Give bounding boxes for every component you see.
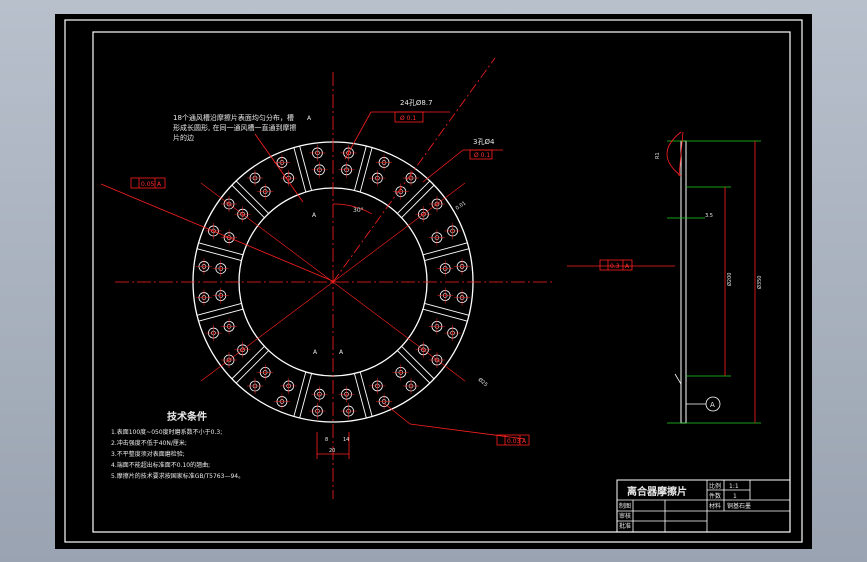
section-mark-1: A [307,115,312,122]
slot-edge [353,145,367,191]
slot-edge [424,248,470,262]
slot-edge [397,350,431,384]
slot-edge [359,371,373,417]
slot-edge [299,145,313,191]
slot-edge [231,346,265,380]
note-top-line-3: 片的边 [173,133,194,142]
tech-requirements: 技术条件 1.表面100度~050度时磨系数不小于0.3; 2.冲击强度不低于4… [111,410,244,480]
slot-edge [235,180,269,214]
radial-line [332,281,466,382]
slot-edge [196,248,242,262]
inner-frame [92,31,791,533]
angle-arc [332,203,373,215]
diagonal-centerline [332,57,496,283]
side-dim-1: Ø350 [756,276,763,289]
tech-item-1: 1.表面100度~050度时磨系数不小于0.3; [111,428,222,436]
datum-bottom: A [522,438,527,445]
cad-drawing: 18个通风槽沿摩擦片表面均匀分布，槽 形成长圆形, 在同一通风槽一直通到摩擦 片… [64,19,803,543]
checked-label: 审核 [619,512,631,520]
slot-edge [401,346,435,380]
tech-item-5: 5.摩擦片的技术要求按国家标准GB/T5763—94。 [111,472,244,480]
radial-line [200,182,334,283]
qty-label: 件数 [709,492,721,500]
slot-edge [198,308,244,322]
radial-dim-2: Ø25 [477,376,489,388]
side-dim-2: Ø200 [726,273,733,286]
side-view: A Ø350 Ø200 3.5 R1 [655,131,763,424]
slot-edge [198,242,244,256]
ventilation-slots [196,145,470,419]
slot-edge [397,180,431,214]
slot-edge [293,371,307,417]
datum-circle-label: A [710,401,715,409]
tech-item-4: 4.端面不能超出标准面不0.10的翘曲; [111,461,210,469]
slot-edge [422,308,468,322]
scale-label: 比例 [709,482,721,490]
dim-small-2: 14 [343,437,349,443]
svg-text:Ø 0.1: Ø 0.1 [400,115,416,122]
tol-mid: 0.3 [610,263,620,270]
approved-label: 批准 [619,522,631,530]
dim-width: 20 [329,448,335,454]
tech-item-2: 2.冲击强度不低于40N/厘米; [111,439,187,447]
slot-edge [424,302,470,316]
slot-edge [353,373,367,419]
slot-edge [299,373,313,419]
radial-line [200,281,334,382]
svg-text:Ø 0.1: Ø 0.1 [474,152,490,159]
section-mark-3: A [313,349,318,356]
tol-left: 0.05 [141,181,155,188]
angle-label: 30° [353,207,364,214]
section-mark-4: A [339,349,344,356]
tech-title: 技术条件 [167,410,207,423]
slot-edge [359,147,373,193]
slot-edge [196,302,242,316]
slot-edge [401,184,435,218]
side-view-body [680,140,687,424]
tol-bottom: 0.03 [507,438,521,445]
radial-dim-1: 0.01 [455,200,468,211]
tech-item-3: 3.不平整度须对表面磨检验; [111,450,185,458]
title-block-name: 离合器摩擦片 [627,485,687,498]
section-mark-2: A [312,212,317,219]
drawn-label: 制图 [619,502,631,510]
side-dim-4: R1 [655,152,661,159]
scale-value: 1:1 [729,483,739,490]
slot-edge [235,350,269,384]
slot-edge [293,147,307,193]
material-label: 材料 [709,502,721,510]
slot-edge [231,184,265,218]
outer-frame [64,19,803,543]
slot-edge [422,242,468,256]
note-top-line-1: 18个通风槽沿摩擦片表面均匀分布，槽 [173,113,294,122]
radial-line [332,182,466,283]
material-value: 铜基石墨 [727,502,751,510]
title-block: 离合器摩擦片 比例 1:1 件数 1 材料 铜基石墨 制图 审核 批准 [616,479,791,533]
datum-left: A [157,181,162,188]
dim-small: 8 [325,437,328,443]
datum-mid: A [625,263,630,270]
note-top-line-2: 形成长圆形, 在同一通风槽一直通到摩擦 [173,123,296,132]
hole-note-2: 3孔Ø4 [473,138,495,146]
cad-viewport[interactable]: 18个通风槽沿摩擦片表面均匀分布，槽 形成长圆形, 在同一通风槽一直通到摩擦 片… [55,14,812,549]
qty-value: 1 [733,493,737,500]
front-annotations: 18个通风槽沿摩擦片表面均匀分布，槽 形成长圆形, 在同一通风槽一直通到摩擦 片… [100,99,675,459]
side-dim-3: 3.5 [705,213,713,219]
hole-note-1: 24孔Ø8.7 [400,99,433,107]
